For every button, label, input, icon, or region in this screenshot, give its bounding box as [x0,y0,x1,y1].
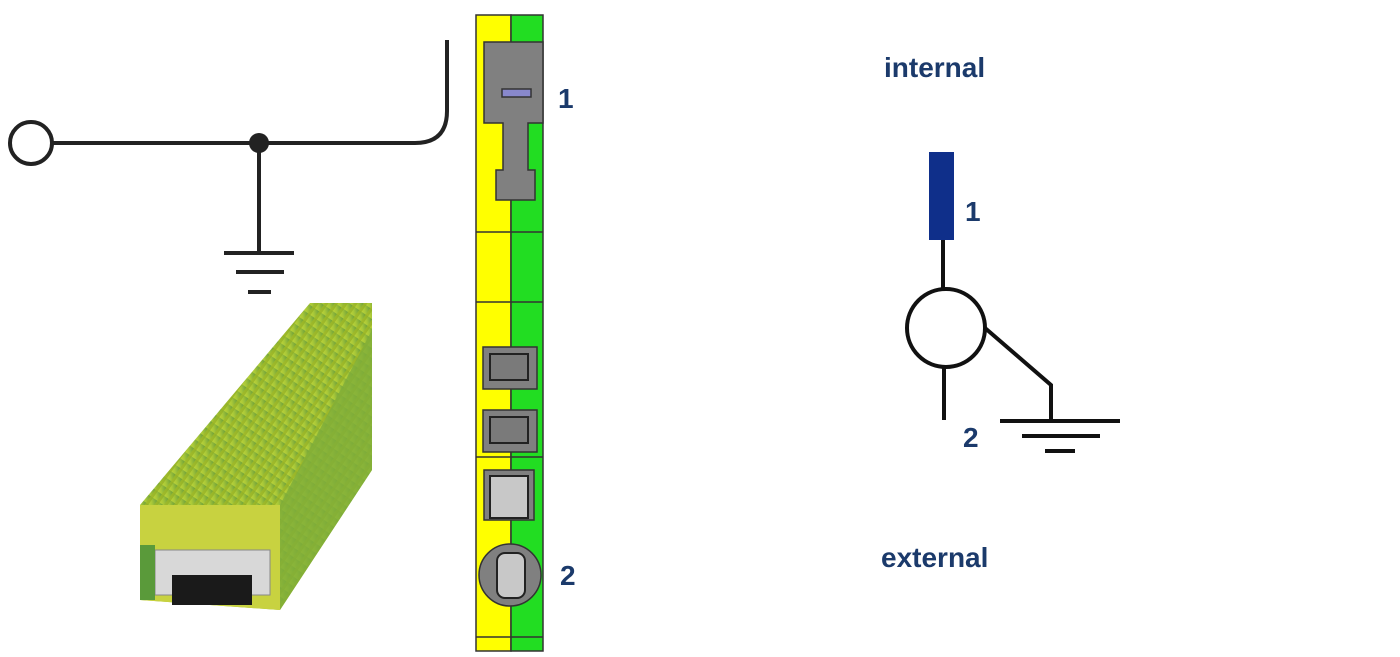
terminal-strip [475,14,544,652]
slot-icon [501,88,532,98]
circuit-symbol [905,152,1120,453]
pin-label-2: 2 [963,422,979,453]
strip-label-1: 1 [558,83,574,114]
strip-label-2: 2 [560,560,576,591]
ground-icon [224,251,294,294]
conductor-line [52,40,449,145]
pin-label-1: 1 [965,196,981,227]
contact-1-shape [483,41,544,201]
terminal-block-photo [140,303,372,610]
label-internal: internal [884,52,986,83]
ground-icon [1000,419,1120,453]
pin-1-contact [929,152,954,240]
terminal-circle-icon [8,120,54,166]
label-external: external [881,542,989,573]
left-schematic [8,40,449,294]
